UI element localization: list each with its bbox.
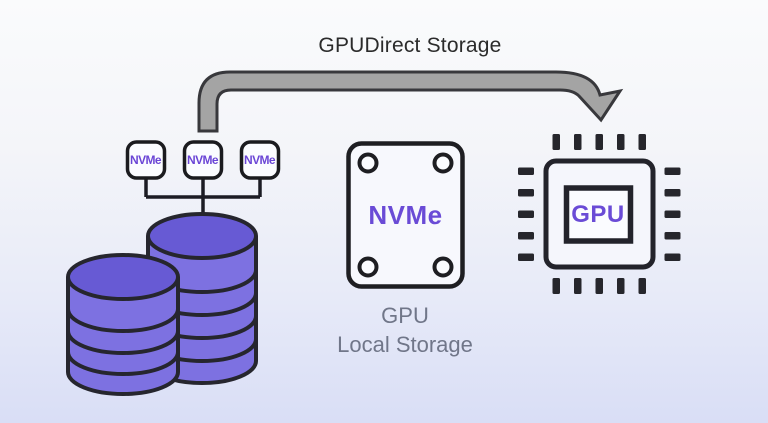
disk-stack-short: [66, 253, 180, 396]
screw-hole-icon: [357, 152, 379, 174]
nvme-card: [346, 141, 465, 289]
caption-line-2: Local Storage: [337, 331, 473, 357]
screw-hole-icon: [432, 152, 454, 174]
nvme-node-label: NVMe: [244, 153, 276, 167]
nvme-node-box: [182, 140, 224, 180]
screw-hole-icon: [357, 256, 379, 278]
chip-pins: [518, 134, 681, 294]
caption-line-1: GPU: [381, 303, 429, 328]
chip-die: [563, 185, 634, 244]
gpudirect-arrow-icon: [197, 70, 624, 133]
nvme-node-label: NVMe: [187, 153, 219, 167]
nvme-node-box: [239, 140, 281, 180]
gpu-local-storage-caption: GPU Local Storage: [305, 302, 505, 359]
nvme-card-label: NVMe: [368, 199, 443, 230]
gpu-chip-label: GPU: [571, 201, 625, 228]
nvme-node-box: [125, 140, 167, 180]
screw-hole-icon: [432, 256, 454, 278]
gpu-chip-icon: [518, 134, 681, 294]
nvme-node-label: NVMe: [130, 153, 162, 167]
nvme-node-boxes: [125, 140, 281, 180]
diagram-title: GPUDirect Storage: [318, 34, 502, 57]
